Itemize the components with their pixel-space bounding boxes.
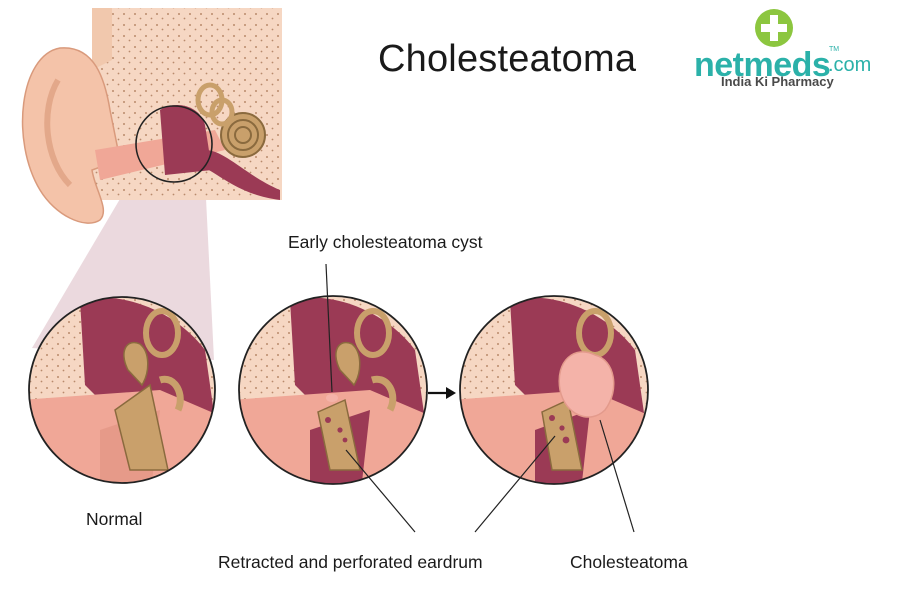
semicircular-canals (195, 82, 235, 127)
label-normal: Normal (86, 509, 143, 529)
zoom-circle (135, 105, 213, 183)
logo-tagline: India Ki Pharmacy (721, 74, 834, 89)
logo-trademark: TM (829, 46, 840, 53)
label-eardrum: Retracted and perforated eardrum (218, 552, 483, 572)
sequence-arrow (428, 387, 456, 399)
leader-lines (325, 263, 635, 533)
plus-icon (755, 9, 793, 47)
logo-brand: netmeds (694, 46, 831, 84)
circle-early-cyst (238, 295, 428, 485)
page-title: Cholesteatoma (378, 38, 637, 80)
cholesteatoma-mass (558, 351, 615, 418)
inner-ear-tube (205, 150, 280, 200)
label-cholesteatoma: Cholesteatoma (570, 552, 688, 572)
cochlea (220, 112, 266, 158)
outer-ear (21, 47, 121, 224)
circle-cholesteatoma (459, 295, 649, 485)
label-early-cyst: Early cholesteatoma cyst (288, 232, 483, 252)
middle-ear-cavity (160, 105, 212, 175)
ear-overview (21, 8, 282, 224)
netmeds-logo: netmeds TM .com India Ki Pharmacy (692, 8, 892, 90)
logo-tld: .com (828, 54, 872, 76)
